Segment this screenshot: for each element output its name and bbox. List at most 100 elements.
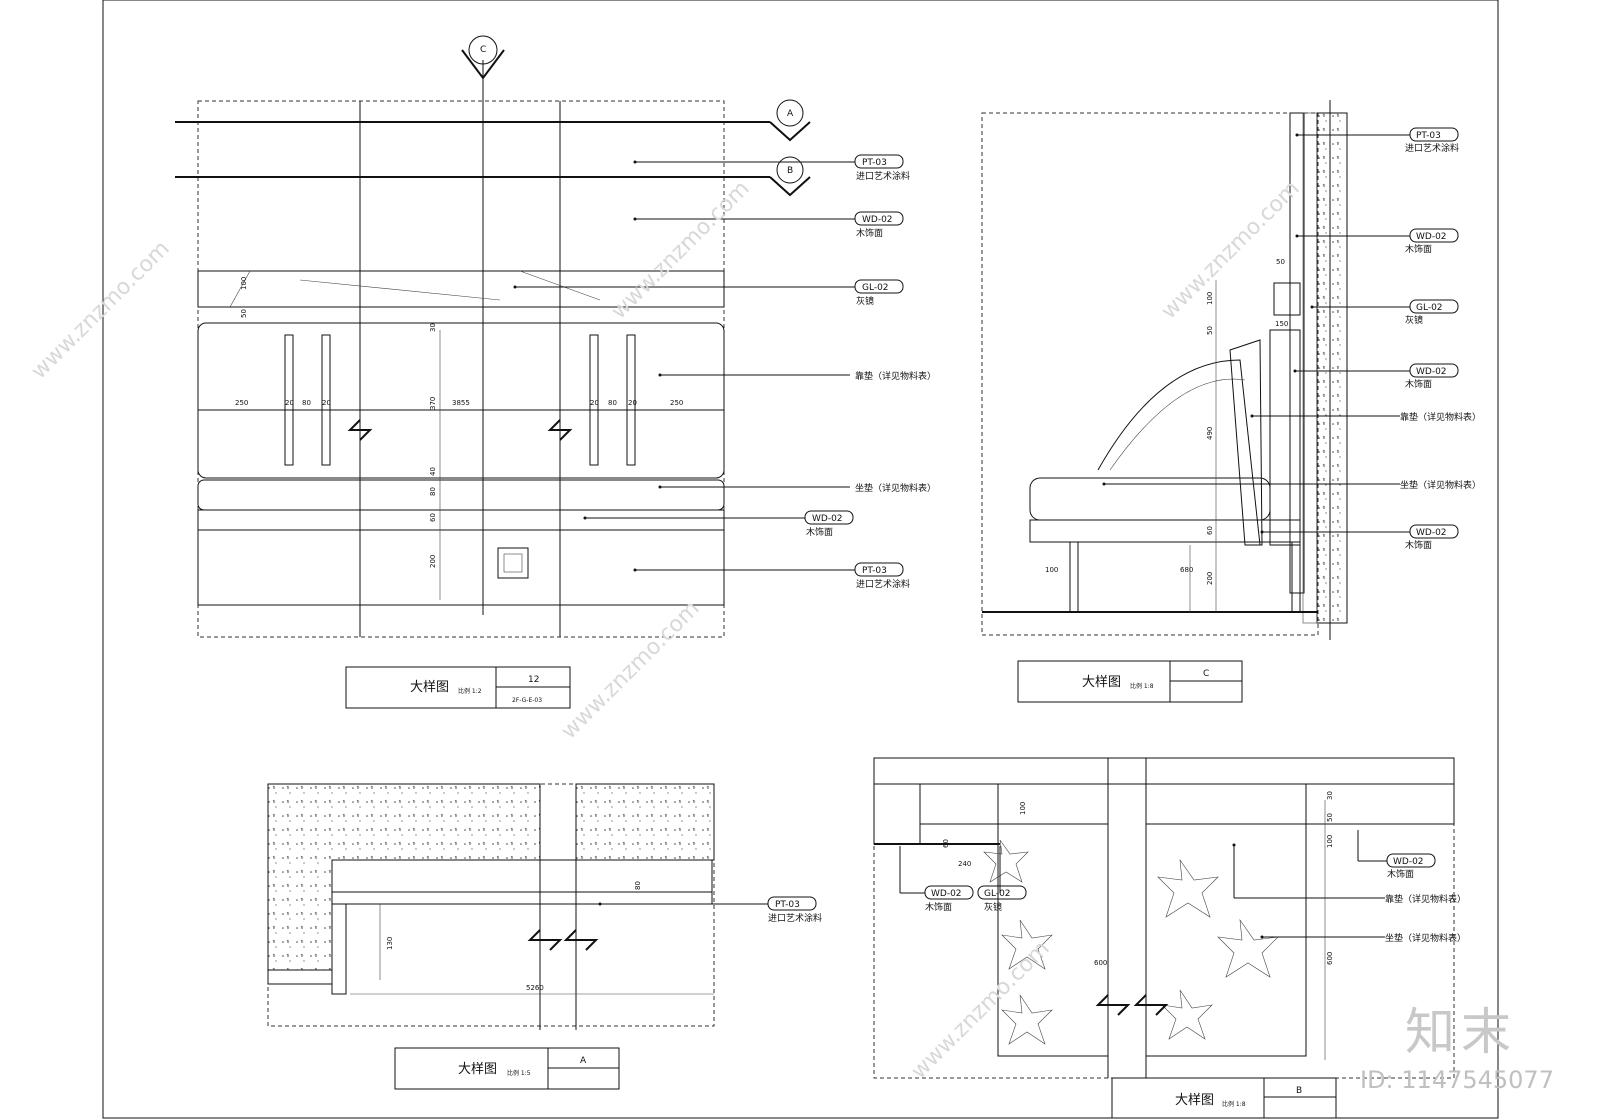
dim-80: 80: [634, 881, 642, 890]
section-a-drawing: [267, 783, 817, 1030]
dim-80: 80: [302, 399, 311, 407]
dim-30: 30: [429, 323, 437, 332]
watermark-text: www.znzmo.com: [557, 596, 705, 744]
dim-80: 80: [608, 399, 617, 407]
watermark-id: ID: 1147545077: [1360, 1066, 1554, 1094]
sec-b-label-5-desc: 灰镜: [984, 901, 1002, 913]
section-a-title: 大样图: [458, 1062, 497, 1077]
watermark-text: www.znzmo.com: [27, 236, 175, 384]
sec-b-label-2-desc: 靠垫（详见物料表）: [1385, 893, 1466, 905]
sec-b-label-3-desc: 坐垫（详见物料表）: [1385, 932, 1466, 944]
sec-c-label-7-code: WD-02: [1416, 528, 1447, 538]
elev-label-1-code: PT-03: [862, 158, 887, 168]
elevation-leaders: [513, 154, 904, 577]
sec-b-label-5-code: GL-02: [984, 889, 1011, 899]
sec-c-label-7-desc: 木饰面: [1405, 539, 1432, 551]
dim-20: 20: [628, 399, 637, 407]
elev-label-6-code: WD-02: [812, 514, 843, 524]
dim-100: 100: [240, 277, 248, 290]
dim-250: 250: [235, 399, 248, 407]
section-a-number: A: [580, 1056, 587, 1066]
dim-20: 20: [285, 399, 294, 407]
section-marker-a: A: [787, 109, 794, 119]
dim-200: 200: [429, 555, 437, 568]
dim-50: 50: [240, 309, 248, 318]
dim-250: 250: [670, 399, 683, 407]
sec-c-label-4-code: WD-02: [1416, 367, 1447, 377]
dim-200: 200: [1206, 572, 1214, 585]
dim-370: 370: [429, 397, 437, 410]
dim-50: 50: [1276, 258, 1285, 266]
dim-60: 60: [429, 513, 437, 522]
section-b-scale: 比例 1:8: [1222, 1100, 1246, 1108]
sec-c-label-2-desc: 木饰面: [1405, 243, 1432, 255]
watermark-logo: 知末: [1405, 1003, 1517, 1061]
elev-label-2-code: WD-02: [862, 215, 893, 225]
dim-3855: 3855: [452, 399, 470, 407]
watermark-text: www.znzmo.com: [1157, 176, 1305, 324]
section-marker-c: C: [480, 45, 486, 55]
elev-label-3-code: GL-02: [862, 283, 889, 293]
dim-130: 130: [386, 937, 394, 950]
elevation-title-block: [345, 666, 571, 709]
section-b-leaders: [899, 830, 1436, 939]
dim-100: 100: [1326, 835, 1334, 848]
sec-b-label-4-code: WD-02: [931, 889, 962, 899]
elev-label-3-desc: 灰镜: [856, 295, 874, 307]
section-c-title-block: [1017, 660, 1243, 703]
elevation-scale: 比例 1:2: [458, 687, 482, 695]
elev-label-2-desc: 木饰面: [856, 227, 883, 239]
elev-label-7-desc: 进口艺术涂料: [856, 578, 910, 590]
elev-label-7-code: PT-03: [862, 566, 887, 576]
dim-50: 50: [1206, 326, 1214, 335]
dim-490: 490: [1206, 427, 1214, 440]
dim-60: 60: [942, 839, 950, 848]
sec-c-label-3-desc: 灰镜: [1405, 314, 1423, 326]
elev-label-4-desc: 靠垫（详见物料表）: [855, 370, 936, 382]
sheet-border: [102, 0, 1499, 1119]
section-b-title: 大样图: [1175, 1093, 1214, 1108]
sec-c-label-1-desc: 进口艺术涂料: [1405, 142, 1459, 154]
dim-40: 40: [429, 467, 437, 476]
sec-c-label-6-desc: 坐垫（详见物料表）: [1400, 479, 1481, 491]
dim-20: 20: [322, 399, 331, 407]
section-c-scale: 比例 1:8: [1130, 682, 1154, 690]
section-marker-b: B: [787, 166, 793, 176]
dim-100: 100: [1019, 802, 1027, 815]
dim-680: 680: [1180, 566, 1193, 574]
sec-c-label-3-code: GL-02: [1416, 303, 1443, 313]
sec-c-label-1-code: PT-03: [1416, 131, 1441, 141]
sec-c-label-4-desc: 木饰面: [1405, 378, 1432, 390]
section-c-leaders: [1102, 127, 1459, 539]
dim-80: 80: [429, 487, 437, 496]
sec-c-label-2-code: WD-02: [1416, 232, 1447, 242]
dim-150: 150: [1275, 320, 1288, 328]
sec-c-label-5-desc: 靠垫（详见物料表）: [1400, 411, 1481, 423]
section-c-drawing: [981, 100, 1348, 640]
dim-240: 240: [958, 860, 971, 868]
section-a-scale: 比例 1:5: [507, 1069, 531, 1077]
sec-b-label-1-code: WD-02: [1393, 857, 1424, 867]
dim-20: 20: [590, 399, 599, 407]
sec-a-label-1-code: PT-03: [775, 900, 800, 910]
dim-600: 600: [1094, 959, 1107, 967]
elev-label-5-desc: 坐垫（详见物料表）: [855, 482, 936, 494]
sec-b-label-4-desc: 木饰面: [925, 901, 952, 913]
dim-100: 100: [1206, 292, 1214, 305]
section-c-title: 大样图: [1082, 675, 1121, 690]
dim-30: 30: [1326, 791, 1334, 800]
dim-600: 600: [1326, 952, 1334, 965]
section-a-title-block: [394, 1047, 620, 1090]
elev-label-1-desc: 进口艺术涂料: [856, 170, 910, 182]
elev-label-6-desc: 木饰面: [806, 526, 833, 538]
section-c-number: C: [1203, 669, 1209, 679]
elevation-number: 12: [528, 675, 539, 685]
watermark-text: www.znzmo.com: [607, 176, 755, 324]
elevation-ref: 2F-G-E-03: [512, 697, 542, 704]
section-b-title-block: [1111, 1077, 1337, 1119]
watermark-text: www.znzmo.com: [907, 936, 1055, 1084]
elevation-title: 大样图: [410, 680, 449, 695]
dim-5260: 5260: [526, 984, 544, 992]
sec-a-label-1-desc: 进口艺术涂料: [768, 912, 822, 924]
